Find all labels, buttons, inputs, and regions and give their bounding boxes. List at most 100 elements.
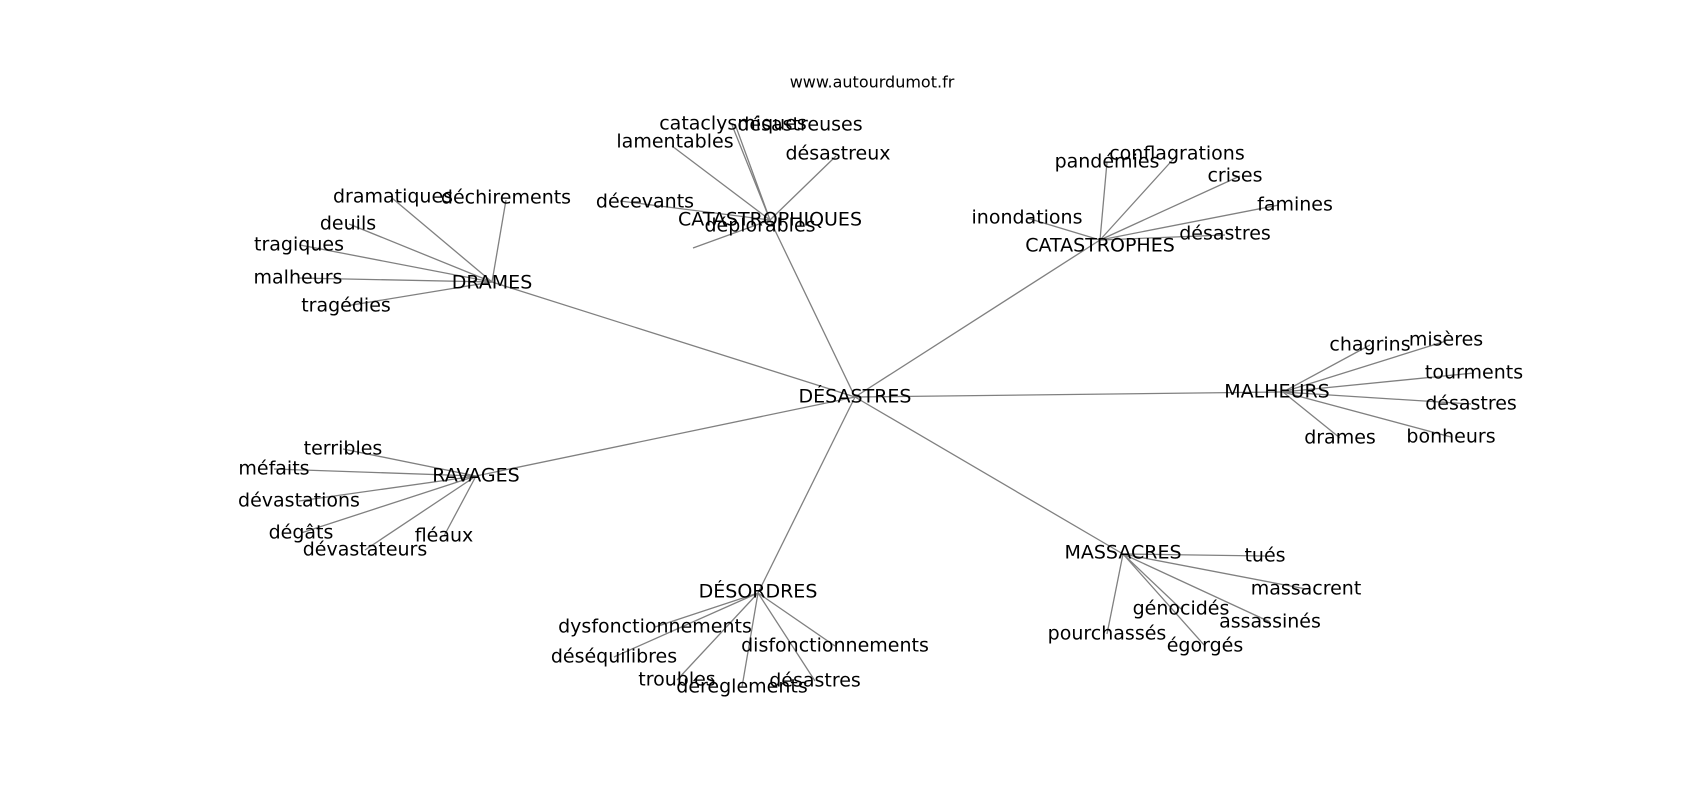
leaf-node-label: cataclysmiques xyxy=(659,113,807,135)
edge-root-hub xyxy=(475,396,856,477)
leaf-node-label: dégâts xyxy=(269,522,334,544)
edge-hub-leaf xyxy=(297,277,493,283)
edge-hub-leaf xyxy=(1282,391,1472,405)
hub-node-label: MALHEURS xyxy=(1224,381,1329,403)
leaf-node-label: désastres xyxy=(769,670,861,692)
root-node-label: DÉSASTRES xyxy=(799,385,912,408)
labels-layer: DÉSASTRESCATASTROPHIQUEScataclysmiquesdé… xyxy=(238,113,1523,698)
leaf-node-label: bonheurs xyxy=(1406,426,1495,448)
edge-hub-leaf xyxy=(1282,344,1371,393)
leaf-node-label: dévastateurs xyxy=(303,539,428,561)
leaf-node-label: chagrins xyxy=(1329,334,1410,356)
edge-hub-leaf xyxy=(1122,553,1182,610)
edge-hub-leaf xyxy=(613,592,759,658)
edge-hub-leaf xyxy=(1099,161,1108,241)
edge-hub-leaf xyxy=(348,223,493,283)
edge-hub-leaf xyxy=(757,592,836,647)
leaf-node-label: dérèglements xyxy=(676,676,807,698)
edge-hub-leaf xyxy=(1099,234,1226,241)
leaf-node-label: famines xyxy=(1257,194,1333,216)
edge-hub-leaf xyxy=(300,475,477,534)
hub-node-label: DRAMES xyxy=(452,272,533,294)
edge-hub-leaf xyxy=(741,592,759,688)
edge-hub-leaf xyxy=(734,123,771,221)
edge-hub-leaf xyxy=(654,592,759,628)
leaf-node-label: déséquilibres xyxy=(551,646,677,668)
leaf-node-label: malheurs xyxy=(254,267,343,289)
leaf-node-label: dramatiques xyxy=(333,186,453,208)
leaf-node-label: désastreux xyxy=(785,143,890,165)
edge-hub-leaf xyxy=(1282,372,1475,393)
hub-node-label: CATASTROPHES xyxy=(1025,235,1175,257)
leaf-node-label: tués xyxy=(1244,545,1285,567)
edge-hub-leaf xyxy=(391,197,493,283)
edge-hub-leaf xyxy=(298,475,477,502)
edge-hub-leaf xyxy=(769,155,837,221)
edge-hub-leaf xyxy=(364,475,477,551)
edge-hub-leaf xyxy=(1099,154,1178,241)
leaf-node-label: pandémies xyxy=(1055,151,1160,173)
edge-hub-leaf xyxy=(342,448,477,477)
edge-hub-leaf xyxy=(1282,340,1447,393)
edge-hub-leaf xyxy=(1282,391,1341,439)
leaf-node-label: conflagrations xyxy=(1109,143,1245,165)
edge-hub-leaf xyxy=(757,592,816,682)
edge-hub-leaf xyxy=(1026,217,1101,241)
edge-hub-leaf xyxy=(1122,553,1266,557)
leaf-node-label: inondations xyxy=(972,207,1083,229)
hub-node-label: RAVAGES xyxy=(432,465,519,487)
edge-hub-leaf xyxy=(1122,553,1206,647)
edge-root-hub xyxy=(769,219,856,398)
edge-hub-leaf xyxy=(299,244,493,283)
leaf-node-label: pourchassés xyxy=(1048,623,1167,645)
leaf-node-label: désastres xyxy=(1179,223,1271,245)
edge-hub-leaf xyxy=(671,145,771,221)
edge-hub-leaf xyxy=(1282,391,1452,438)
edge-hub-leaf xyxy=(491,199,507,283)
leaf-node-label: tragiques xyxy=(254,234,344,256)
edge-hub-leaf xyxy=(1099,175,1241,241)
edge-hub-leaf xyxy=(619,200,771,221)
leaf-node-label: décevants xyxy=(596,191,694,213)
edge-hub-leaf xyxy=(1099,204,1280,241)
edge-root-hub xyxy=(854,396,1124,555)
leaf-node-label: dysfonctionnements xyxy=(558,616,752,638)
leaf-node-label: dévastations xyxy=(238,490,360,512)
leaf-node-label: déplorables xyxy=(704,215,815,237)
leaf-node-label: drames xyxy=(1304,427,1376,449)
leaf-node-label: lamentables xyxy=(616,131,733,153)
edge-hub-leaf xyxy=(1122,553,1307,590)
leaf-node-label: tragédies xyxy=(301,295,391,317)
edge-root-hub xyxy=(491,281,856,398)
edge-root-hub xyxy=(757,396,856,594)
edge-root-hub xyxy=(854,239,1101,398)
leaf-node-label: terribles xyxy=(304,438,383,460)
leaf-node-label: massacrent xyxy=(1251,578,1362,600)
edge-hub-leaf xyxy=(676,592,759,681)
leaf-node-label: désastreuses xyxy=(737,114,862,136)
edge-hub-leaf xyxy=(1122,553,1271,623)
leaf-node-label: assassinés xyxy=(1219,611,1321,633)
leaf-node-label: deuils xyxy=(320,213,376,235)
hub-node-label: MASSACRES xyxy=(1064,542,1181,564)
leaf-node-label: tourments xyxy=(1425,362,1523,384)
leaf-node-label: méfaits xyxy=(238,458,309,480)
leaf-node-label: misères xyxy=(1409,329,1483,351)
leaf-node-label: troubles xyxy=(638,669,715,691)
edge-hub-leaf xyxy=(692,219,771,249)
leaf-node-label: fléaux xyxy=(415,525,474,547)
leaf-node-label: égorgés xyxy=(1167,635,1244,657)
edge-hub-leaf xyxy=(273,468,477,477)
edge-root-hub xyxy=(854,391,1284,398)
hub-node-label: CATASTROPHIQUES xyxy=(678,209,862,231)
edge-hub-leaf xyxy=(1106,553,1124,635)
source-credit: www.autourdumot.fr xyxy=(790,73,955,92)
edge-hub-leaf xyxy=(345,281,493,307)
edge-hub-leaf xyxy=(443,475,477,537)
leaf-node-label: crises xyxy=(1207,165,1262,187)
hub-node-label: DÉSORDRES xyxy=(699,580,818,603)
edges-layer xyxy=(273,123,1475,688)
leaf-node-label: déchirements xyxy=(441,187,571,209)
leaf-node-label: désastres xyxy=(1425,393,1517,415)
